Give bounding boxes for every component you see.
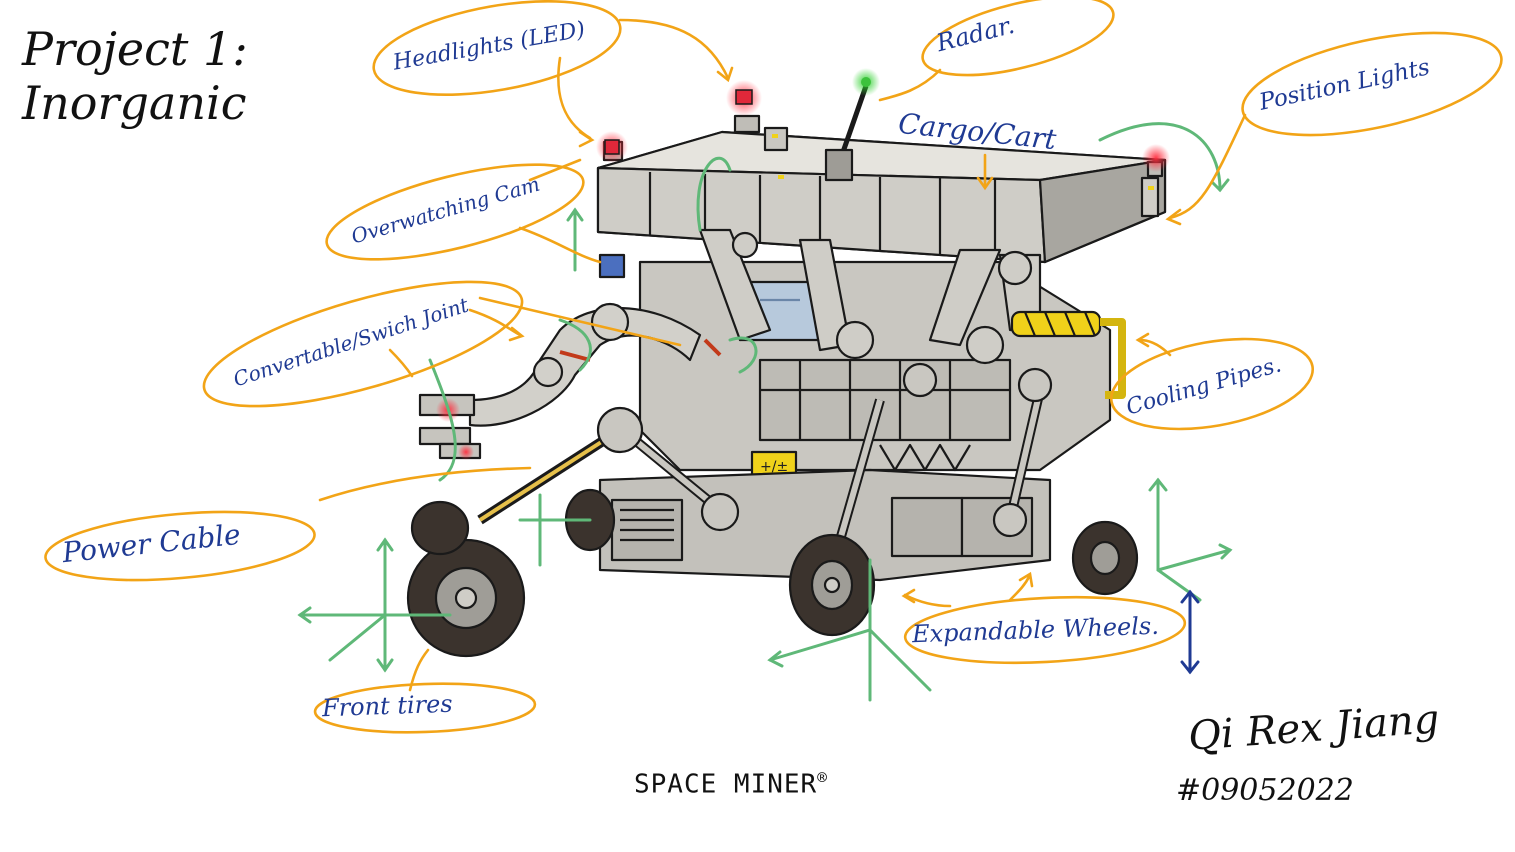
cooling-pipes [1010, 310, 1126, 399]
expand-height-arrow [1180, 589, 1200, 675]
product-name-text: SPACE MINER [634, 769, 818, 800]
date-tag: #09052022 [1176, 773, 1354, 808]
svg-text:+/±: +/± [760, 459, 788, 475]
project-title-line1: Project 1: [22, 22, 248, 76]
cargo-platform [596, 114, 1167, 264]
motion-arrows [297, 122, 1233, 702]
label-front-tires: Front tires [321, 689, 454, 723]
wheel-front-left [406, 500, 526, 658]
wheel-middle [788, 533, 876, 637]
rover-body: +/± [406, 85, 1167, 658]
registered-mark: ® [817, 768, 828, 787]
callout-bubbles [44, 0, 1503, 734]
wheel-rear [1071, 520, 1139, 596]
position-lights [436, 68, 1170, 460]
project-title-line2: Inorganic [22, 76, 247, 130]
radar-antenna [824, 85, 869, 182]
callout-leaders [318, 18, 1247, 692]
product-name: SPACE MINER® [634, 770, 828, 798]
project-title: Project 1: Inorganic [22, 26, 248, 126]
front-legs [477, 362, 1053, 542]
